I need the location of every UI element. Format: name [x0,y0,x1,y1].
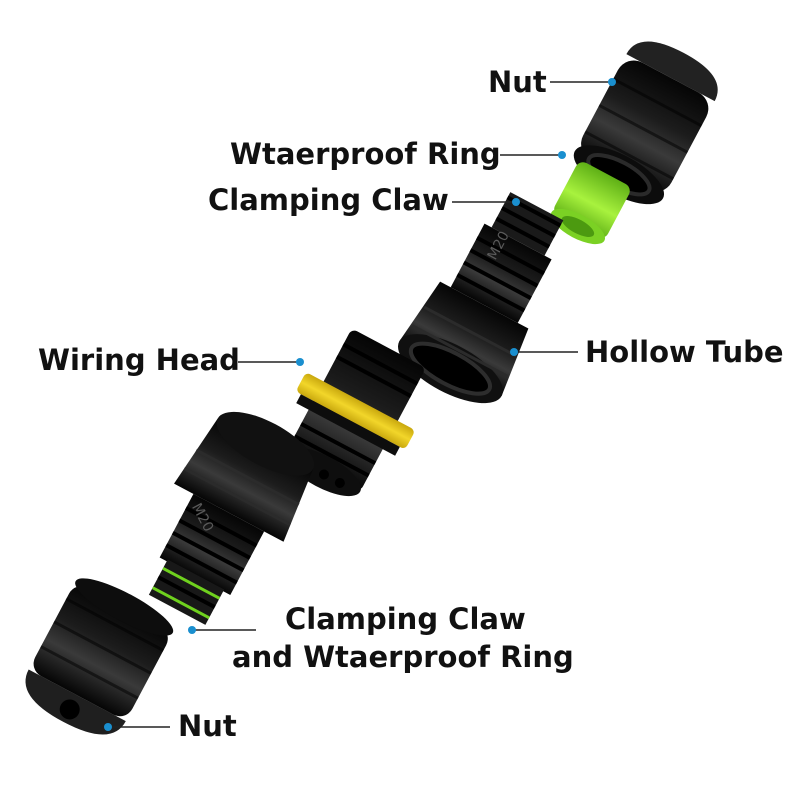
label-hollow-tube: Hollow Tube [585,335,784,369]
top-nut [573,41,718,205]
label-nut-top: Nut [488,65,547,99]
label-claw-and-ring: Clamping Claw and Wtaerproof Ring [232,600,574,676]
leader-dot-nut-top [608,78,616,86]
label-clamping-claw: Clamping Claw [208,183,449,217]
waterproof-ring-part [550,162,630,245]
lower-tube-part [148,411,315,625]
bottom-nut [25,578,174,735]
leader-dot-clamping-claw [512,198,520,206]
label-waterproof-ring: Wtaerproof Ring [230,137,501,171]
label-claw-ring-line1: Clamping Claw [284,602,526,636]
leader-lines [104,78,616,731]
leader-dot-claw-ring [188,626,196,634]
leader-dot-nut-bottom [104,723,112,731]
leader-dot-waterproof-ring [558,151,566,159]
hollow-tube-part [398,192,564,404]
label-wiring-head: Wiring Head [38,343,240,377]
label-claw-ring-line2: and Wtaerproof Ring [232,640,574,674]
leader-dot-hollow-tube [510,348,518,356]
leader-dot-wiring-head [296,358,304,366]
label-nut-bottom: Nut [178,709,237,743]
